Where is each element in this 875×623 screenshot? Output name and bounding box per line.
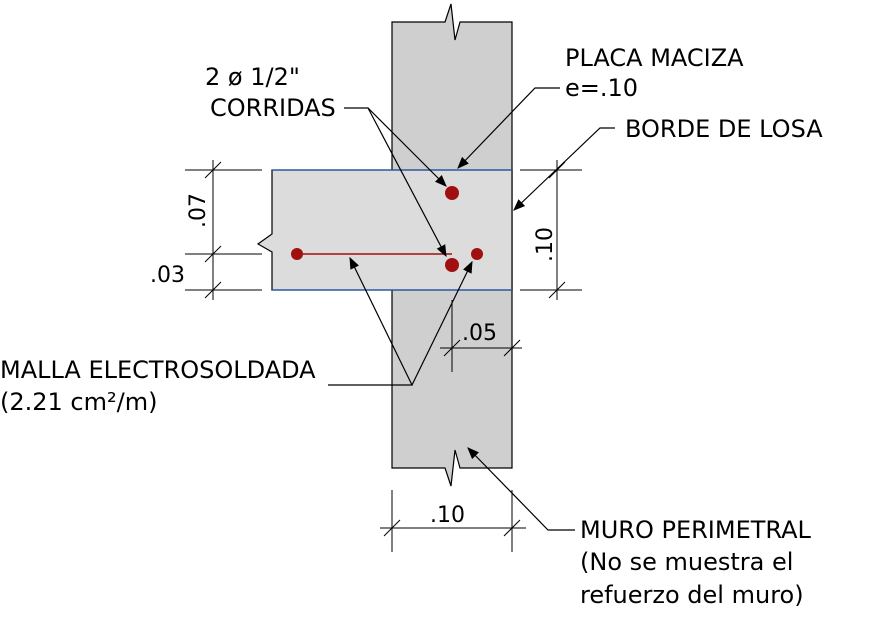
left-dimension: [185, 160, 262, 300]
mesh-bar-left: [291, 248, 303, 260]
dim-07-label: .07: [186, 193, 211, 228]
slab-section: [256, 169, 513, 291]
malla-label: MALLA ELECTROSOLDADA: [0, 356, 316, 384]
corridas-leader-bottom: [367, 107, 447, 258]
malla-leader-right: [411, 260, 473, 386]
cover-dimension: [440, 300, 522, 372]
placa-leader: [457, 87, 560, 169]
bottom-dimension: [380, 490, 526, 552]
muro-note-line2: refuerzo del muro): [580, 581, 804, 609]
dim-03-label: .03: [150, 263, 185, 288]
placa-label: PLACA MACIZA: [565, 44, 744, 72]
rebar-top: [445, 186, 459, 200]
dim-05-label: .05: [462, 321, 497, 346]
dim-10-right-label: .10: [533, 227, 558, 262]
corridas-count-label: 2 ø 1/2": [205, 63, 300, 91]
muro-label: MURO PERIMETRAL: [580, 516, 812, 544]
mesh-bar-right: [471, 248, 483, 260]
muro-leader: [467, 447, 575, 531]
dim-10-bottom-label: .10: [430, 503, 465, 528]
rebar-bottom: [445, 258, 459, 272]
placa-thickness-label: e=.10: [565, 74, 638, 102]
muro-note-line1: (No se muestra el: [580, 548, 793, 576]
borde-label: BORDE DE LOSA: [625, 115, 823, 143]
malla-area-label: (2.21 cm²/m): [0, 388, 157, 416]
corridas-label: CORRIDAS: [210, 94, 336, 122]
borde-leader: [513, 127, 615, 211]
